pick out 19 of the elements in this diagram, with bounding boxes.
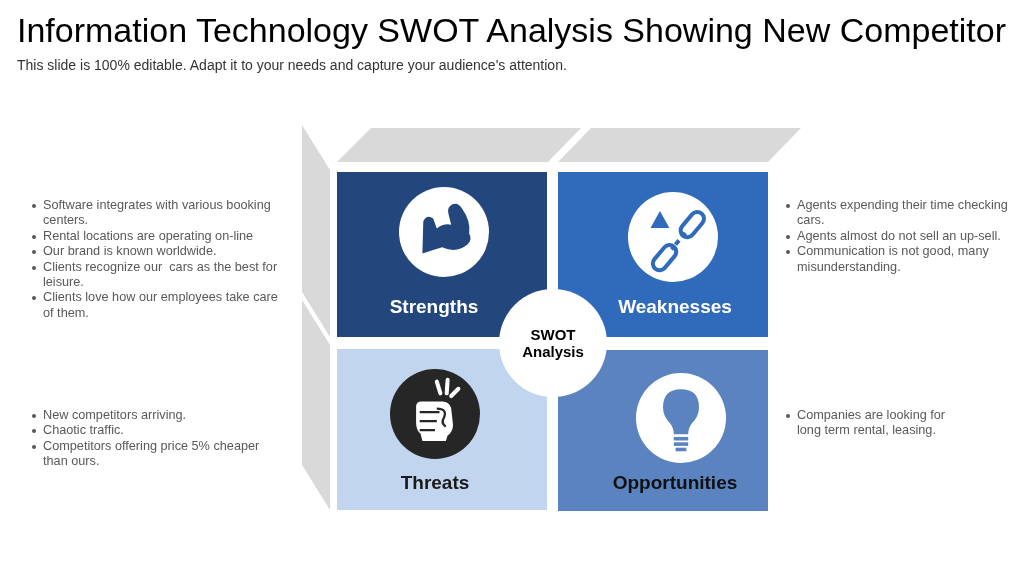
bullet-text: Software integrates with various booking centers. <box>43 198 272 229</box>
quadrant-title: Threats <box>400 472 470 494</box>
bullet-text: Agents almost do not sell an up-sell. <box>797 228 1002 245</box>
quadrant-title: Strengths <box>389 296 479 318</box>
bullet-text: Communication is not good, many misunderstanding. <box>797 244 990 276</box>
bullet-text: Chaotic traffic. <box>43 423 125 439</box>
bullet-text: Clients love how our employees take care of them. <box>43 290 279 322</box>
bullet-text: Companies are looking for long term rental, leasing. <box>797 408 947 439</box>
quadrant-title: Weaknesses <box>618 296 732 318</box>
bullet-text: Rental locations are operating on-line <box>43 228 255 245</box>
slide-title: Information Technology SWOT Analysis Showing New Competitor <box>17 10 1006 50</box>
circle-label: SWOT Analysis <box>521 326 585 360</box>
bullet-text: Competitors offering price 5% cheaper than ours. <box>43 438 261 470</box>
quadrant-title: Opportunities <box>612 472 738 494</box>
bullet-text: Agents expending their time checking cars. <box>797 198 1009 229</box>
slide-subtitle: This slide is 100% editable. Adapt it to your needs and capture your audience's attention. <box>17 57 567 74</box>
bullet-text: New competitors arriving. <box>43 408 188 424</box>
bullet-text: Our brand is known worldwide. <box>43 244 218 260</box>
bullet-text: Clients recognize our cars as the best for leisure. <box>43 259 279 291</box>
